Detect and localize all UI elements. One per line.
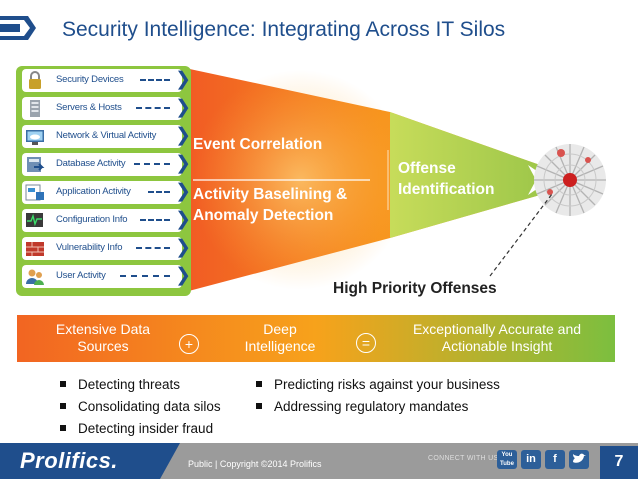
bullet-square-icon	[60, 403, 66, 410]
chevron-right-icon: ❯	[175, 97, 191, 118]
youtube-icon[interactable]: You Tube	[497, 450, 517, 469]
bullet-square-icon	[60, 425, 66, 432]
dash-line	[140, 79, 170, 81]
connect-label: CONNECT WITH US	[428, 455, 499, 462]
source-label: Security Devices	[56, 74, 124, 85]
baselining-label-line2: Anomaly Detection	[193, 207, 334, 224]
plus-icon: +	[179, 334, 199, 354]
extensive-data-sources-box: Extensive Data Sources	[28, 321, 178, 355]
twitter-icon[interactable]	[569, 450, 589, 469]
source-item: Servers & Hosts ❯	[22, 97, 191, 120]
bullet-text: Detecting insider fraud	[78, 421, 214, 436]
bullet-text: Detecting threats	[78, 377, 181, 392]
chevron-right-icon: ❯	[175, 237, 191, 258]
dash-line	[148, 191, 170, 193]
bullet-square-icon	[256, 403, 262, 410]
high-priority-offenses-label: High Priority Offenses	[333, 280, 497, 297]
twitter-bird-icon	[573, 453, 586, 463]
linkedin-icon[interactable]: in	[521, 450, 541, 469]
source-label: Configuration Info	[56, 214, 128, 225]
source-item: Database Activity ❯	[22, 153, 191, 176]
bullet-square-icon	[256, 381, 262, 388]
source-item: Vulnerability Info ❯	[22, 237, 191, 260]
brand-box	[0, 443, 180, 479]
event-correlation-label: Event Correlation	[193, 136, 323, 153]
cloud-monitor-icon	[26, 130, 44, 145]
source-label: Application Activity	[56, 186, 131, 197]
page-title: Security Intelligence: Integrating Acros…	[62, 18, 506, 41]
bullet-text: Consolidating data silos	[78, 399, 221, 414]
bullet-text: Addressing regulatory mandates	[274, 399, 469, 414]
chevron-right-icon: ❯	[175, 69, 191, 90]
offense-label-line2: Identification	[398, 181, 495, 198]
source-label: Servers & Hosts	[56, 102, 122, 113]
band-text-line: Sources	[77, 338, 129, 354]
users-icon	[26, 269, 44, 285]
title-tab-mark	[0, 16, 36, 40]
chevron-right-icon: ❯	[175, 209, 191, 230]
bullet-text: Predicting risks against your business	[274, 377, 500, 392]
source-label: Network & Virtual Activity	[56, 130, 157, 141]
prolifics-logo: Prolifics.	[20, 448, 118, 473]
baselining-label-line1: Activity Baselining &	[193, 186, 348, 203]
page-number: 7	[600, 446, 638, 479]
database-icon	[27, 157, 45, 172]
bullet-square-icon	[60, 381, 66, 388]
pointer-line	[489, 193, 553, 277]
bullet-item: Consolidating data silos	[60, 399, 221, 421]
dash-line	[136, 107, 170, 109]
source-item: Network & Virtual Activity ❯	[22, 125, 191, 148]
configuration-icon	[26, 213, 43, 227]
chevron-right-icon: ❯	[175, 125, 191, 146]
bullets-right: Predicting risks against your business A…	[256, 377, 500, 421]
equals-icon: =	[356, 333, 376, 353]
bullets-left: Detecting threats Consolidating data sil…	[60, 377, 221, 443]
lock-icon	[29, 71, 41, 89]
copyright-text: Public | Copyright ©2014 Prolifics	[188, 459, 322, 469]
source-item: Configuration Info ❯	[22, 209, 191, 232]
band-text-line: Extensive Data	[55, 321, 151, 337]
band-text-line: Intelligence	[244, 338, 316, 354]
source-item: Security Devices ❯	[22, 69, 191, 92]
chevron-right-icon: ❯	[175, 153, 191, 174]
deep-intelligence-box: Deep Intelligence	[205, 321, 355, 355]
bullet-item: Addressing regulatory mandates	[256, 399, 500, 421]
chevron-right-icon: ❯	[175, 265, 191, 286]
source-label: Vulnerability Info	[56, 242, 123, 253]
application-icon	[25, 184, 44, 201]
bullet-item: Detecting threats	[60, 377, 221, 399]
data-sources-panel: Security Devices ❯ Servers & Hosts ❯ Net…	[16, 66, 191, 296]
firewall-icon	[26, 242, 44, 256]
band-text-line: Actionable Insight	[441, 338, 553, 354]
source-label: Database Activity	[56, 158, 126, 169]
server-icon	[30, 100, 40, 117]
dash-line	[140, 219, 170, 221]
facebook-icon[interactable]: f	[545, 450, 565, 469]
source-item: User Activity ❯	[22, 265, 191, 288]
dash-line	[120, 275, 170, 277]
dash-line	[134, 163, 170, 165]
chevron-right-icon: ❯	[175, 181, 191, 202]
bullet-item: Predicting risks against your business	[256, 377, 500, 399]
equation-band	[17, 315, 615, 362]
dash-line	[136, 247, 170, 249]
source-item: Application Activity ❯	[22, 181, 191, 204]
target-icon	[534, 144, 606, 216]
actionable-insight-box: Exceptionally Accurate and Actionable In…	[382, 321, 612, 355]
band-text-line: Exceptionally Accurate and	[412, 321, 582, 337]
bullet-item: Detecting insider fraud	[60, 421, 221, 443]
source-label: User Activity	[56, 270, 106, 281]
band-text-line: Deep	[263, 321, 297, 337]
offense-label-line1: Offense	[398, 160, 456, 177]
